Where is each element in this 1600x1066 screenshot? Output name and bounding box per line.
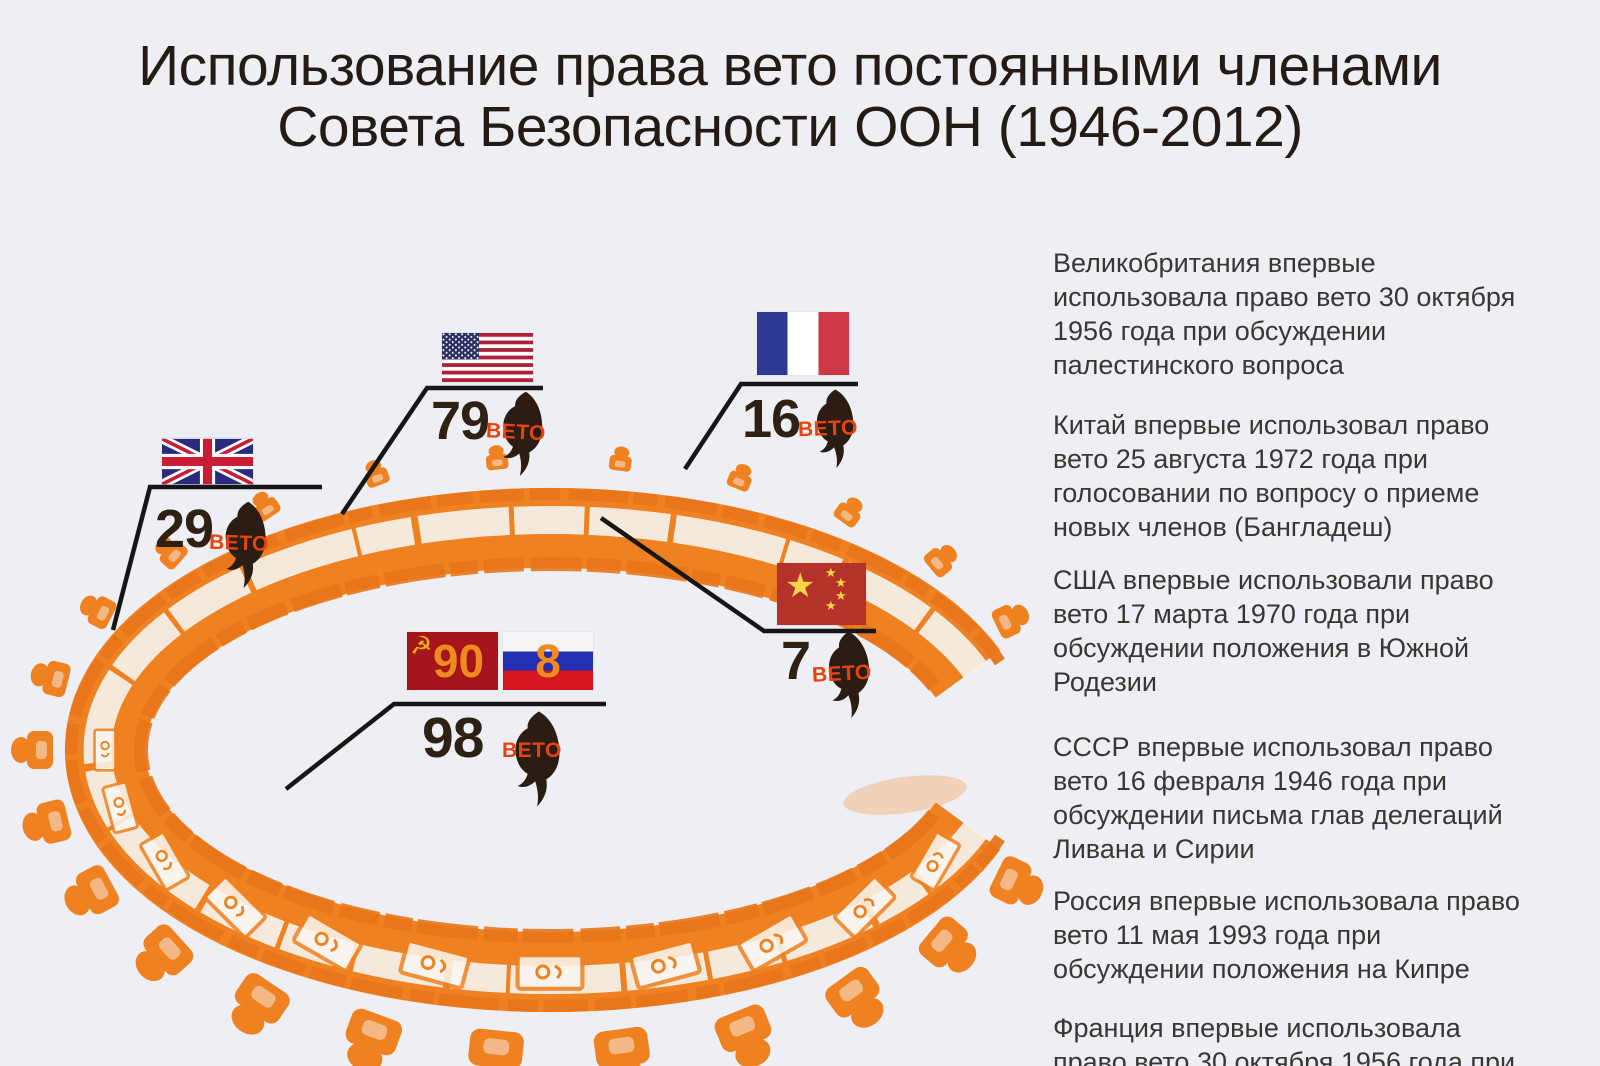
china-flag-small-star: ★ [835, 589, 847, 604]
title-line-1: Использование права вето постоянными чле… [138, 34, 1442, 98]
russia-flag-icon: 8 [503, 632, 593, 690]
veto-stamp-label: ВЕТО [811, 660, 873, 687]
china-flag-small-star: ★ [825, 599, 837, 614]
veto-stamp-label: ВЕТО [485, 418, 547, 446]
veto-fist-icon-ussr-russia: ВЕТО [502, 706, 564, 810]
uk-flag-icon [162, 438, 253, 485]
callout-line-france [683, 381, 858, 471]
fact-ussr: СССР впервые использовал право вето 16 ф… [1053, 732, 1503, 864]
page-title: Использование права вето постоянными чле… [0, 36, 1580, 158]
ussr-flag-icon: ☭ 90 [407, 632, 498, 690]
facts-column: Великобритания впервые использовала прав… [1053, 246, 1531, 1066]
fact-uk: Великобритания впервые использовала прав… [1053, 248, 1516, 380]
china-flag-small-star: ★ [825, 566, 837, 581]
veto-fist-icon-usa: ВЕТО [485, 389, 552, 478]
table-desks [93, 728, 961, 991]
veto-stamp-label: ВЕТО [502, 739, 562, 763]
china-flag-big-star: ★ [785, 566, 816, 606]
fact-china: Китай впервые использовал право вето 25 … [1053, 410, 1490, 542]
callout-line-uk [110, 484, 322, 631]
ussr-russia-total-veto-count: 98 [422, 706, 484, 770]
title-line-2: Совета Безопасности ООН (1946-2012) [277, 95, 1303, 159]
china-flag-icon: ★ ★ ★ ★ ★ [777, 563, 866, 625]
veto-fist-icon-china: ВЕТО [811, 629, 881, 720]
callout-line-china [599, 516, 876, 634]
callout-line-usa [340, 385, 543, 516]
ussr-veto-count: 90 [432, 635, 485, 687]
veto-fist-icon-uk: ВЕТО [209, 499, 274, 589]
fact-france: Франция впервые использовала право вето … [1053, 1013, 1516, 1066]
veto-stamp-label: ВЕТО [797, 415, 859, 441]
fact-russia: Россия впервые использовала право вето 1… [1053, 886, 1520, 984]
veto-fist-icon-france: ВЕТО [798, 387, 866, 469]
france-veto-count: 16 [742, 389, 801, 449]
callout-line-ussr [284, 701, 606, 791]
veto-stamp-label: ВЕТО [208, 530, 270, 556]
uk-veto-count: 29 [155, 499, 214, 559]
russia-veto-count: 8 [535, 635, 561, 687]
fact-usa: США впервые использовали право вето 17 м… [1053, 565, 1494, 697]
china-flag-small-star: ★ [835, 576, 847, 591]
france-flag-icon [757, 312, 849, 375]
usa-flag-icon [442, 333, 533, 382]
callout-lines [110, 381, 876, 791]
china-veto-count: 7 [781, 631, 811, 691]
usa-veto-count: 79 [431, 391, 490, 451]
hammer-and-sickle-icon: ☭ [410, 631, 433, 660]
